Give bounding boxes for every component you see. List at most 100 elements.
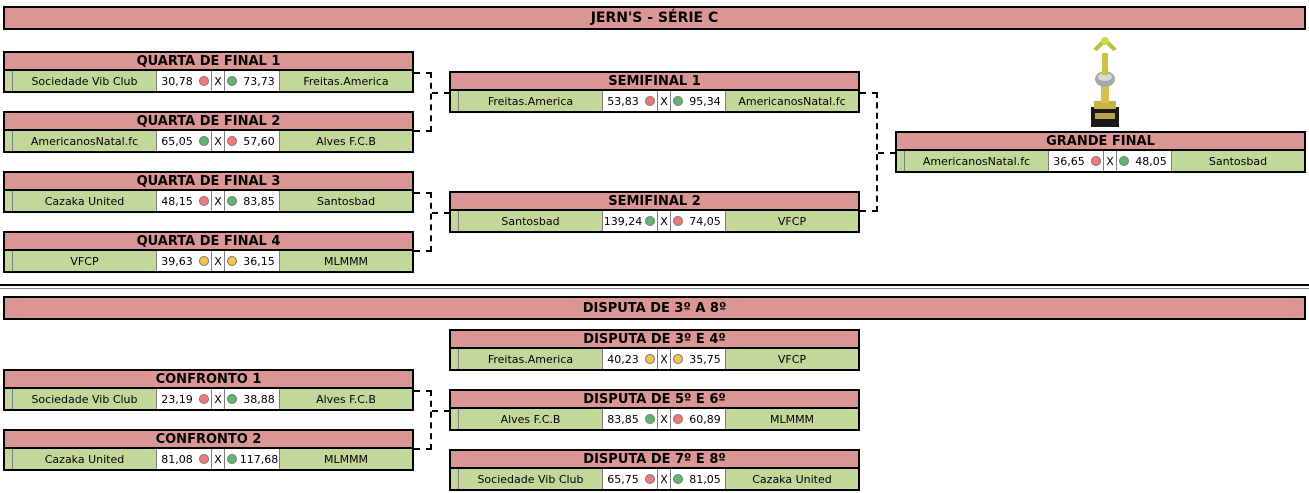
away-status-icon (671, 469, 685, 489)
p56-match-row: Alves F.C.B 83,85 X 60,89 MLMMM (449, 409, 860, 431)
home-status-icon (197, 71, 211, 91)
away-status-icon (225, 131, 239, 151)
away-team: Santosbad (1171, 151, 1304, 171)
away-score: 81,05 (685, 469, 725, 489)
vs-label: X (657, 349, 671, 369)
home-team: AmericanosNatal.fc (13, 131, 156, 151)
row-marker (5, 389, 13, 409)
away-status-icon (225, 251, 239, 271)
home-team: Sociedade Vib Club (13, 389, 156, 409)
home-team: Sociedade Vib Club (459, 469, 602, 489)
home-score: 23,19 (156, 389, 197, 409)
p78-title: DISPUTA DE 7º E 8º (449, 449, 860, 469)
home-score: 139,24 (602, 211, 643, 231)
sf2-title: SEMIFINAL 2 (449, 191, 860, 211)
qf4-title: QUARTA DE FINAL 4 (3, 231, 414, 251)
away-status-icon (225, 71, 239, 91)
away-team: AmericanosNatal.fc (725, 91, 858, 111)
vs-label: X (657, 409, 671, 429)
home-team: Sociedade Vib Club (13, 71, 156, 91)
home-status-icon (197, 131, 211, 151)
away-score: 83,85 (239, 191, 279, 211)
home-team: Freitas.America (459, 91, 602, 111)
away-team: Alves F.C.B (279, 389, 412, 409)
qf2-title: QUARTA DE FINAL 2 (3, 111, 414, 131)
away-team: VFCP (725, 349, 858, 369)
away-score: 48,05 (1131, 151, 1171, 171)
home-team: VFCP (13, 251, 156, 271)
row-marker (5, 251, 13, 271)
row-marker (5, 131, 13, 151)
final-title: GRANDE FINAL (895, 131, 1306, 151)
vs-label: X (1103, 151, 1117, 171)
trophy-icon (1091, 37, 1119, 127)
away-score: 60,89 (685, 409, 725, 429)
away-team: Santosbad (279, 191, 412, 211)
away-status-icon (1117, 151, 1131, 171)
away-team: MLMMM (279, 449, 412, 469)
away-team: Alves F.C.B (279, 131, 412, 151)
away-score: 57,60 (239, 131, 279, 151)
sf1-title: SEMIFINAL 1 (449, 71, 860, 91)
row-marker (5, 71, 13, 91)
connector-to-sf1 (432, 92, 450, 94)
home-status-icon (197, 449, 211, 469)
placement-title: DISPUTA DE 3º A 8º (3, 296, 1306, 320)
home-score: 83,85 (602, 409, 643, 429)
vs-label: X (211, 191, 225, 211)
c2-match-row: Cazaka United 81,08 X 117,68 MLMMM (3, 449, 414, 471)
home-team: AmericanosNatal.fc (905, 151, 1048, 171)
qf3-title: QUARTA DE FINAL 3 (3, 171, 414, 191)
home-status-icon (643, 91, 657, 111)
home-status-icon (197, 251, 211, 271)
qf4-match-row: VFCP 39,63 X 36,15 MLMMM (3, 251, 414, 273)
connector-sf1-sf2 (860, 92, 878, 212)
away-score: 117,68 (239, 449, 279, 469)
section-divider-2 (0, 288, 1309, 289)
away-score: 73,73 (239, 71, 279, 91)
sf1-match-row: Freitas.America 53,83 X 95,34 Americanos… (449, 91, 860, 113)
home-score: 30,78 (156, 71, 197, 91)
row-marker (451, 349, 459, 369)
row-marker (897, 151, 905, 171)
home-team: Cazaka United (13, 449, 156, 469)
p56-title: DISPUTA DE 5º E 6º (449, 389, 860, 409)
c2-title: CONFRONTO 2 (3, 429, 414, 449)
vs-label: X (211, 131, 225, 151)
home-status-icon (1089, 151, 1103, 171)
away-team: VFCP (725, 211, 858, 231)
page-title: JERN'S - SÉRIE C (3, 6, 1306, 30)
away-status-icon (225, 389, 239, 409)
c1-title: CONFRONTO 1 (3, 369, 414, 389)
away-status-icon (225, 191, 239, 211)
away-score: 95,34 (685, 91, 725, 111)
away-status-icon (671, 349, 685, 369)
home-score: 65,05 (156, 131, 197, 151)
qf1-match-row: Sociedade Vib Club 30,78 X 73,73 Freitas… (3, 71, 414, 93)
p34-title: DISPUTA DE 3º E 4º (449, 329, 860, 349)
away-status-icon (225, 449, 239, 469)
home-status-icon (197, 191, 211, 211)
sf2-match-row: Santosbad 139,24 X 74,05 VFCP (449, 211, 860, 233)
home-status-icon (197, 389, 211, 409)
connector-c1-c2 (414, 390, 432, 450)
qf1-title: QUARTA DE FINAL 1 (3, 51, 414, 71)
home-status-icon (643, 349, 657, 369)
vs-label: X (211, 389, 225, 409)
p34-match-row: Freitas.America 40,23 X 35,75 VFCP (449, 349, 860, 371)
home-team: Alves F.C.B (459, 409, 602, 429)
away-status-icon (671, 91, 685, 111)
vs-label: X (657, 469, 671, 489)
home-status-icon (643, 469, 657, 489)
home-team: Freitas.America (459, 349, 602, 369)
home-score: 48,15 (156, 191, 197, 211)
qf2-match-row: AmericanosNatal.fc 65,05 X 57,60 Alves F… (3, 131, 414, 153)
home-score: 65,75 (602, 469, 643, 489)
home-score: 81,08 (156, 449, 197, 469)
connector-to-sf2 (432, 212, 450, 214)
away-status-icon (671, 409, 685, 429)
connector-to-p56 (432, 410, 450, 412)
row-marker (5, 191, 13, 211)
vs-label: X (211, 449, 225, 469)
final-match-row: AmericanosNatal.fc 36,65 X 48,05 Santosb… (895, 151, 1306, 173)
